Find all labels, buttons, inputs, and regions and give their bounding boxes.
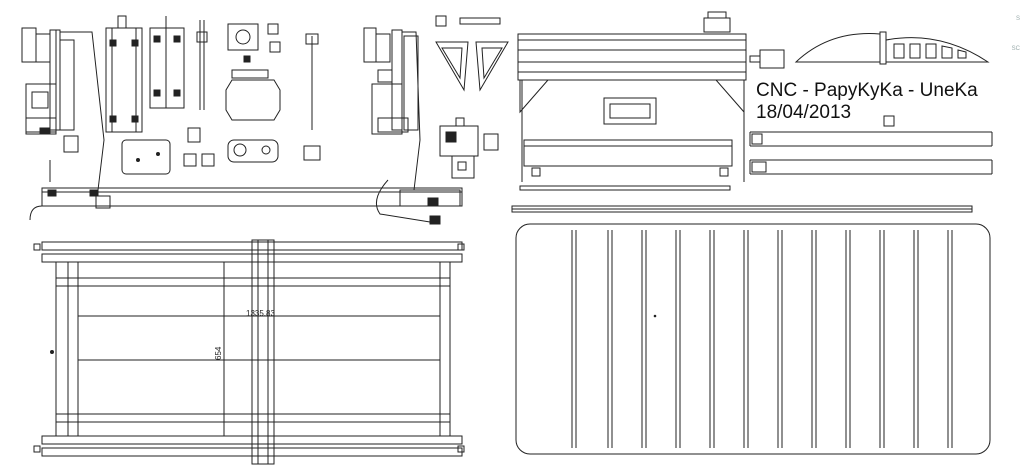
right-y-rail [399, 189, 461, 225]
right-side-plate-assembly [363, 27, 431, 223]
dimension-length: 1335.83 [246, 309, 275, 318]
table-plan-view [33, 239, 465, 465]
title-line-1: CNC - PapyKyKa - UneKa [756, 80, 978, 101]
triangle-brackets [435, 15, 509, 92]
left-y-rail [29, 160, 463, 221]
left-side-plate-assembly [21, 27, 105, 191]
t-slot-lines [571, 230, 953, 448]
dimension-width: 654 [214, 346, 223, 360]
small-bracket-right [883, 115, 895, 127]
mount-plates-middle [63, 127, 321, 175]
corner-mark-1: S [1015, 16, 1020, 22]
long-thin-rail [511, 205, 973, 213]
gantry-front-view [517, 11, 747, 191]
motor-block [439, 117, 499, 179]
spindle-plate [225, 69, 281, 121]
lead-screw [196, 20, 208, 110]
x-rail-profile [749, 131, 993, 175]
t-slot-table [515, 223, 991, 455]
corner-mark-2: SC [1011, 46, 1020, 52]
z-axis-carriage-2 [149, 16, 185, 109]
spindle-mount-top [227, 23, 281, 63]
z-axis-carriage-1 [105, 15, 143, 133]
motor-side-part [749, 31, 990, 69]
corner-marks: S SC [1012, 4, 1020, 64]
drawing-title: CNC - PapyKyKa - UneKa 18/04/2013 [756, 80, 978, 124]
title-date: 18/04/2013 [756, 102, 852, 123]
long-rod [305, 33, 319, 130]
